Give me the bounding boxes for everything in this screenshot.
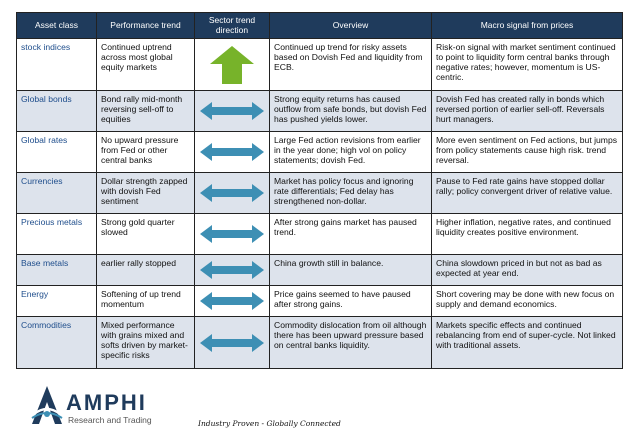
performance-trend-cell: Softening of up trend momentum — [96, 285, 195, 317]
trend-direction-cell — [194, 285, 270, 317]
header-sector-trend-direction: Sector trend direction — [194, 12, 270, 39]
asset-class-cell: Global rates — [16, 131, 97, 173]
left-right-arrow-icon — [195, 183, 269, 203]
macro-signal-cell: Markets specific effects and continued r… — [431, 316, 623, 369]
macro-signal-cell: More even sentiment on Fed actions, but … — [431, 131, 623, 173]
overview-cell: Continued up trend for risky assets base… — [269, 38, 432, 91]
macro-signal-cell: Higher inflation, negative rates, and co… — [431, 213, 623, 255]
header-row: Asset class Performance trend Sector tre… — [16, 12, 623, 39]
header-overview: Overview — [269, 12, 432, 39]
asset-class-cell: Currencies — [16, 172, 97, 214]
left-right-arrow-icon — [195, 224, 269, 244]
header-performance-trend: Performance trend — [96, 12, 195, 39]
trend-direction-cell — [194, 38, 270, 91]
trend-direction-cell — [194, 213, 270, 255]
macro-signal-cell: Short covering may be done with new focu… — [431, 285, 623, 317]
asset-class-cell: Energy — [16, 285, 97, 317]
trend-direction-cell — [194, 172, 270, 214]
asset-class-cell: Base metals — [16, 254, 97, 286]
overview-cell: After strong gains market has paused tre… — [269, 213, 432, 255]
performance-trend-cell: Mixed performance with grains mixed and … — [96, 316, 195, 369]
header-macro-signal: Macro signal from prices — [431, 12, 623, 39]
performance-trend-cell: Bond rally mid-month reversing sell-off … — [96, 90, 195, 132]
overview-cell: Large Fed action revisions from earlier … — [269, 131, 432, 173]
trend-direction-cell — [194, 254, 270, 286]
up-arrow-icon — [195, 45, 269, 85]
amphi-logo-mark-icon — [31, 386, 63, 424]
overview-cell: Strong equity returns has caused outflow… — [269, 90, 432, 132]
macro-signal-table: Asset class Performance trend Sector tre… — [16, 12, 623, 369]
asset-class-cell: Global bonds — [16, 90, 97, 132]
performance-trend-cell: No upward pressure from Fed or other cen… — [96, 131, 195, 173]
macro-signal-cell: Pause to Fed rate gains have stopped dol… — [431, 172, 623, 214]
left-right-arrow-icon — [195, 101, 269, 121]
asset-class-cell: Commodities — [16, 316, 97, 369]
logo-subtitle: Research and Trading — [68, 415, 152, 425]
performance-trend-cell: earlier rally stopped — [96, 254, 195, 286]
overview-cell: Market has policy focus and ignoring rat… — [269, 172, 432, 214]
macro-signal-cell: Dovish Fed has created rally in bonds wh… — [431, 90, 623, 132]
left-right-arrow-icon — [195, 260, 269, 280]
macro-signal-cell: China slowdown priced in but not as bad … — [431, 254, 623, 286]
macro-signal-cell: Risk-on signal with market sentiment con… — [431, 38, 623, 91]
asset-class-cell: Precious metals — [16, 213, 97, 255]
left-right-arrow-icon — [195, 142, 269, 162]
asset-class-cell: stock indices — [16, 38, 97, 91]
logo-wordmark: AMPHI — [66, 390, 147, 415]
performance-trend-cell: Strong gold quarter slowed — [96, 213, 195, 255]
overview-cell: Commodity dislocation from oil although … — [269, 316, 432, 369]
tagline: Industry Proven - Globally Connected — [198, 419, 341, 428]
trend-direction-cell — [194, 316, 270, 369]
left-right-arrow-icon — [195, 291, 269, 311]
overview-cell: Price gains seemed to have paused after … — [269, 285, 432, 317]
left-right-arrow-icon — [195, 333, 269, 353]
amphi-logo: AMPHI Research and Trading — [30, 384, 180, 434]
overview-cell: China growth still in balance. — [269, 254, 432, 286]
trend-direction-cell — [194, 90, 270, 132]
performance-trend-cell: Continued uptrend across most global equ… — [96, 38, 195, 91]
header-asset-class: Asset class — [16, 12, 97, 39]
trend-direction-cell — [194, 131, 270, 173]
performance-trend-cell: Dollar strength zapped with dovish Fed s… — [96, 172, 195, 214]
